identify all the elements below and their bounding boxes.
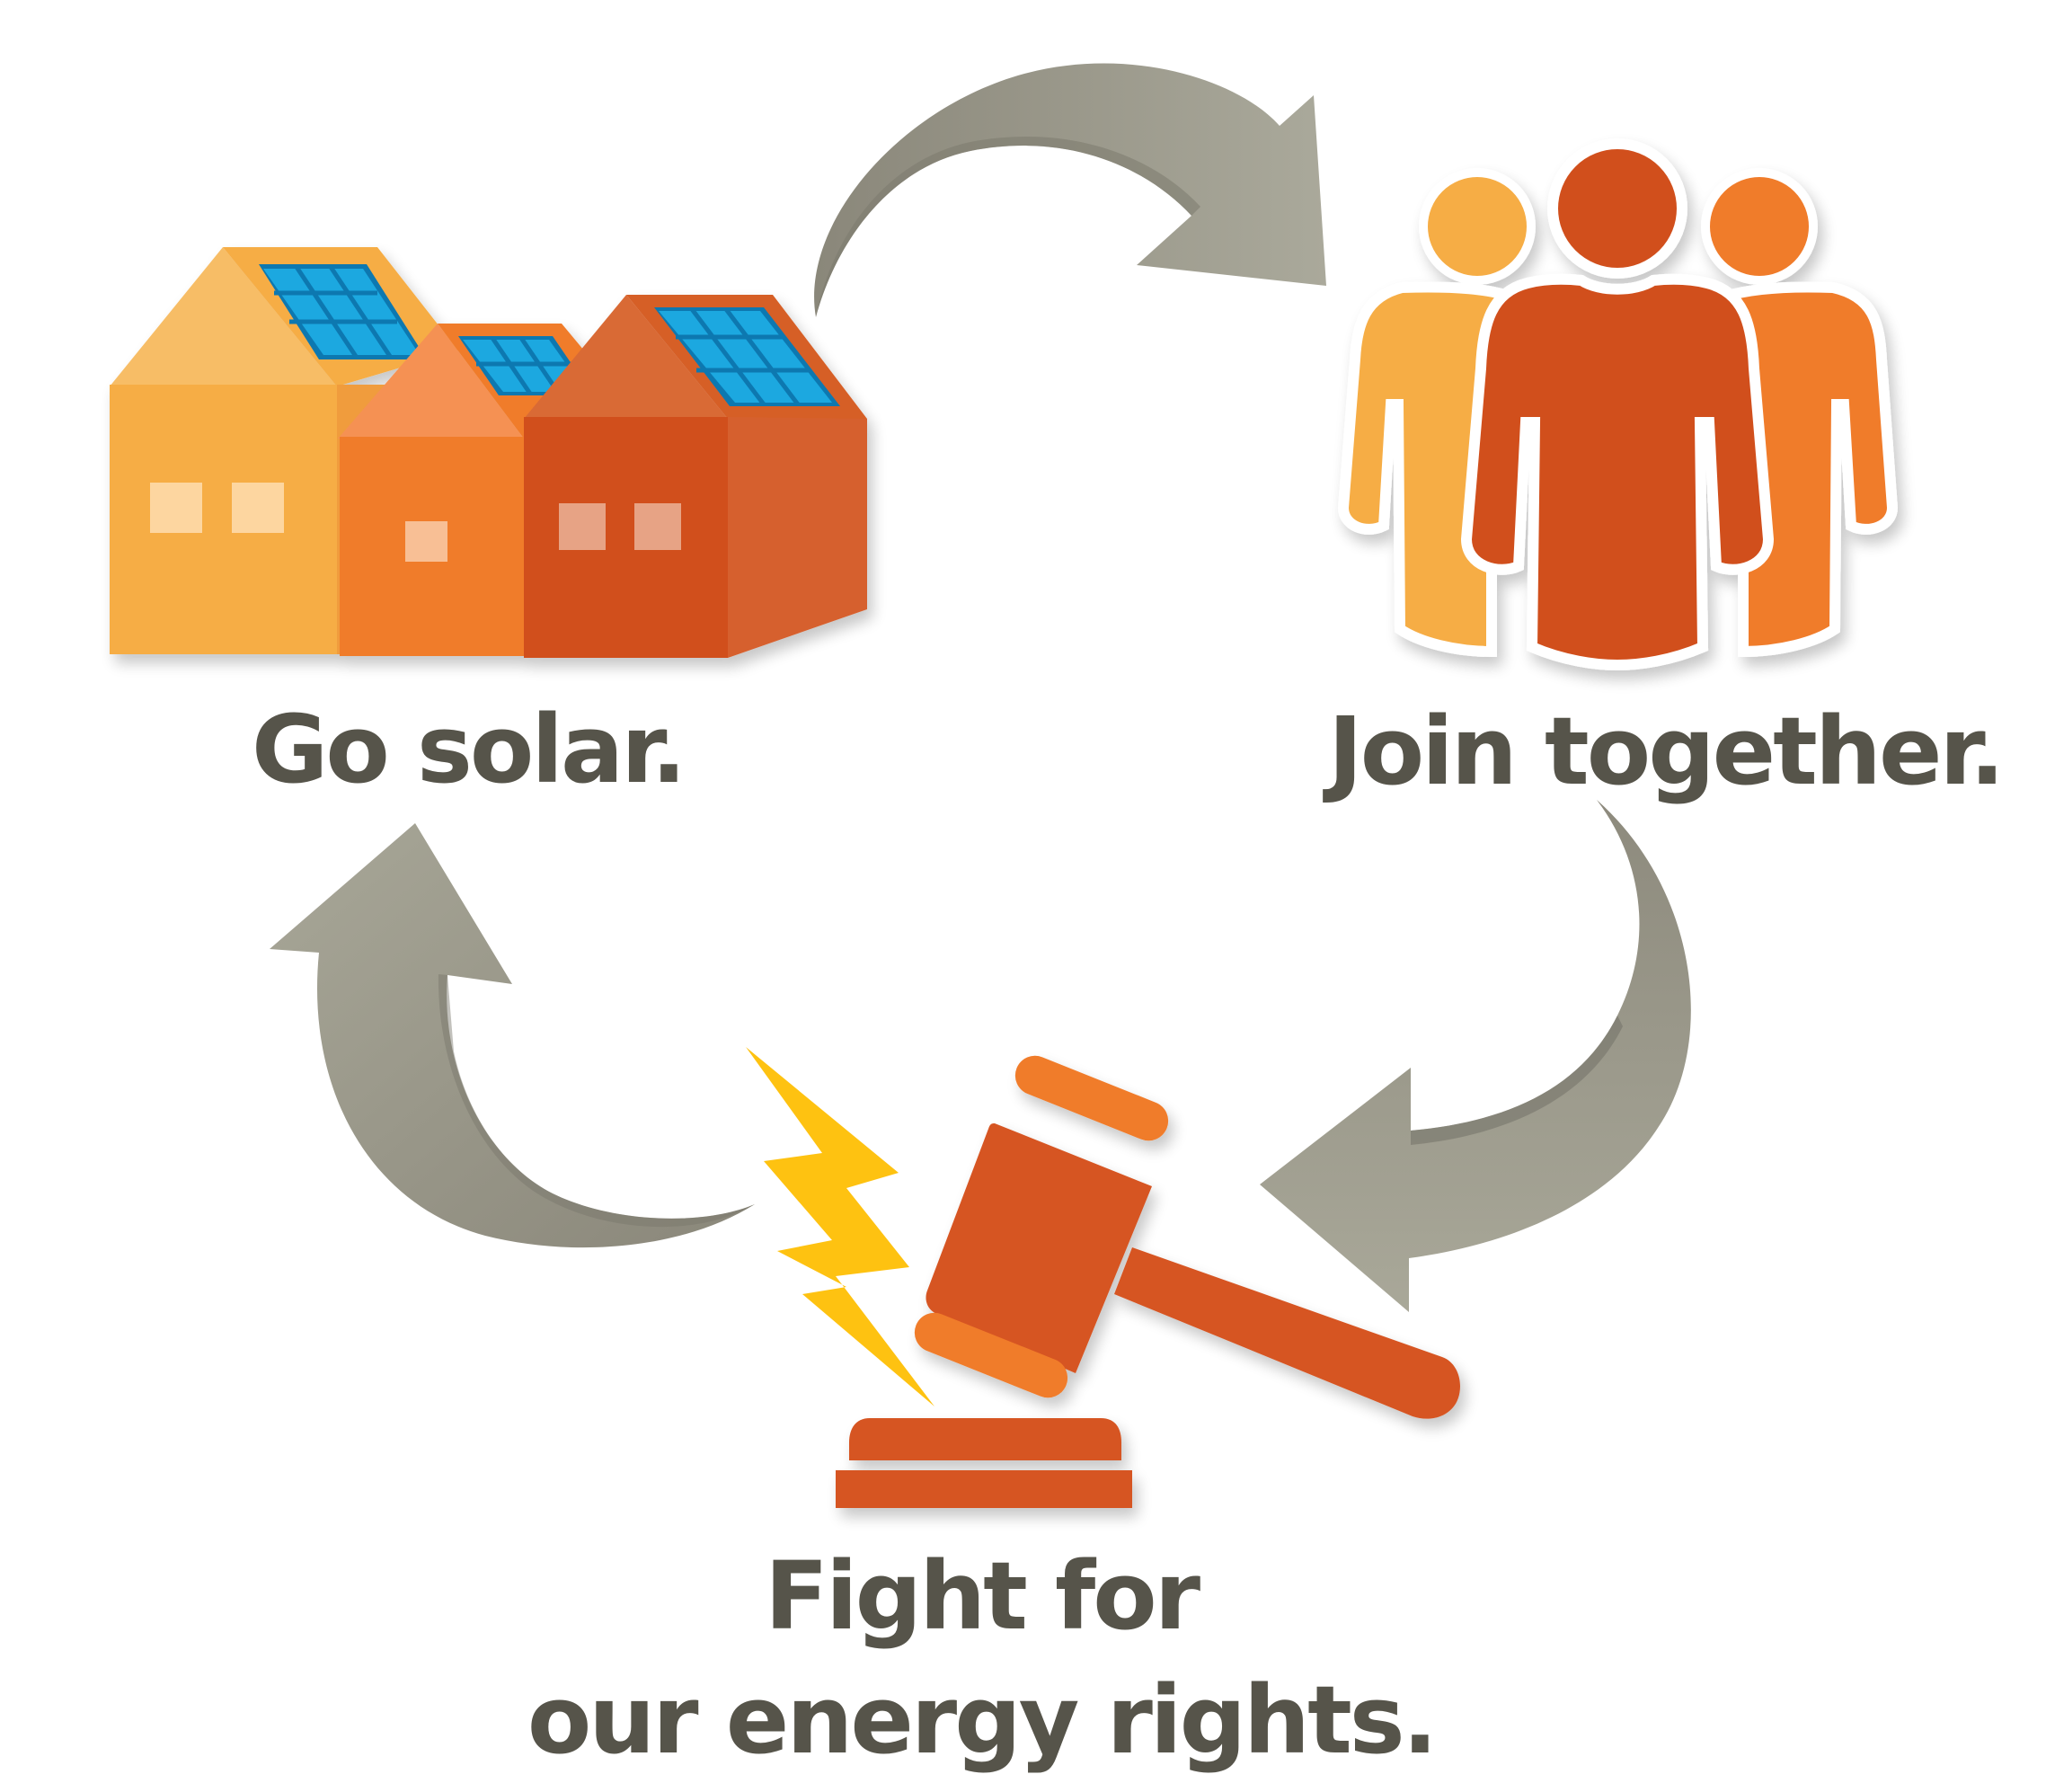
sound-block-base — [836, 1470, 1132, 1508]
gavel-cap-top — [1014, 1055, 1169, 1141]
person-center — [1460, 138, 1775, 671]
people-group-icon — [1337, 138, 1899, 671]
arrow-fight-to-solar — [270, 823, 755, 1248]
step-label-fight-line2: our energy rights. — [527, 1665, 1435, 1775]
cycle-arrow-icon — [270, 823, 755, 1248]
solar-houses-icon — [110, 247, 867, 658]
solar-panel — [654, 307, 840, 406]
cycle-arrow-icon — [1260, 800, 1691, 1312]
arrow-edge — [816, 137, 1200, 317]
solar-panel — [259, 264, 427, 359]
gavel-handle — [1114, 1247, 1460, 1419]
arrow-solar-to-together — [814, 63, 1326, 318]
person-left — [1337, 168, 1536, 658]
person-right — [1701, 168, 1899, 658]
step-label-join-together: Join together. — [1323, 696, 2002, 806]
gavel-cap-bottom — [914, 1312, 1068, 1398]
gavel-head — [926, 1123, 1152, 1373]
gavel-icon — [836, 1055, 1460, 1508]
step-label-go-solar: Go solar. — [252, 695, 684, 804]
arrow-together-to-fight — [1260, 800, 1691, 1312]
step-label-fight-line1: Fight for — [765, 1541, 1200, 1651]
arrow-edge — [1411, 1016, 1623, 1145]
lightning-icon — [746, 1047, 934, 1406]
cycle-arrow-icon — [814, 63, 1326, 318]
house-right — [524, 295, 867, 658]
sound-block — [849, 1418, 1121, 1460]
